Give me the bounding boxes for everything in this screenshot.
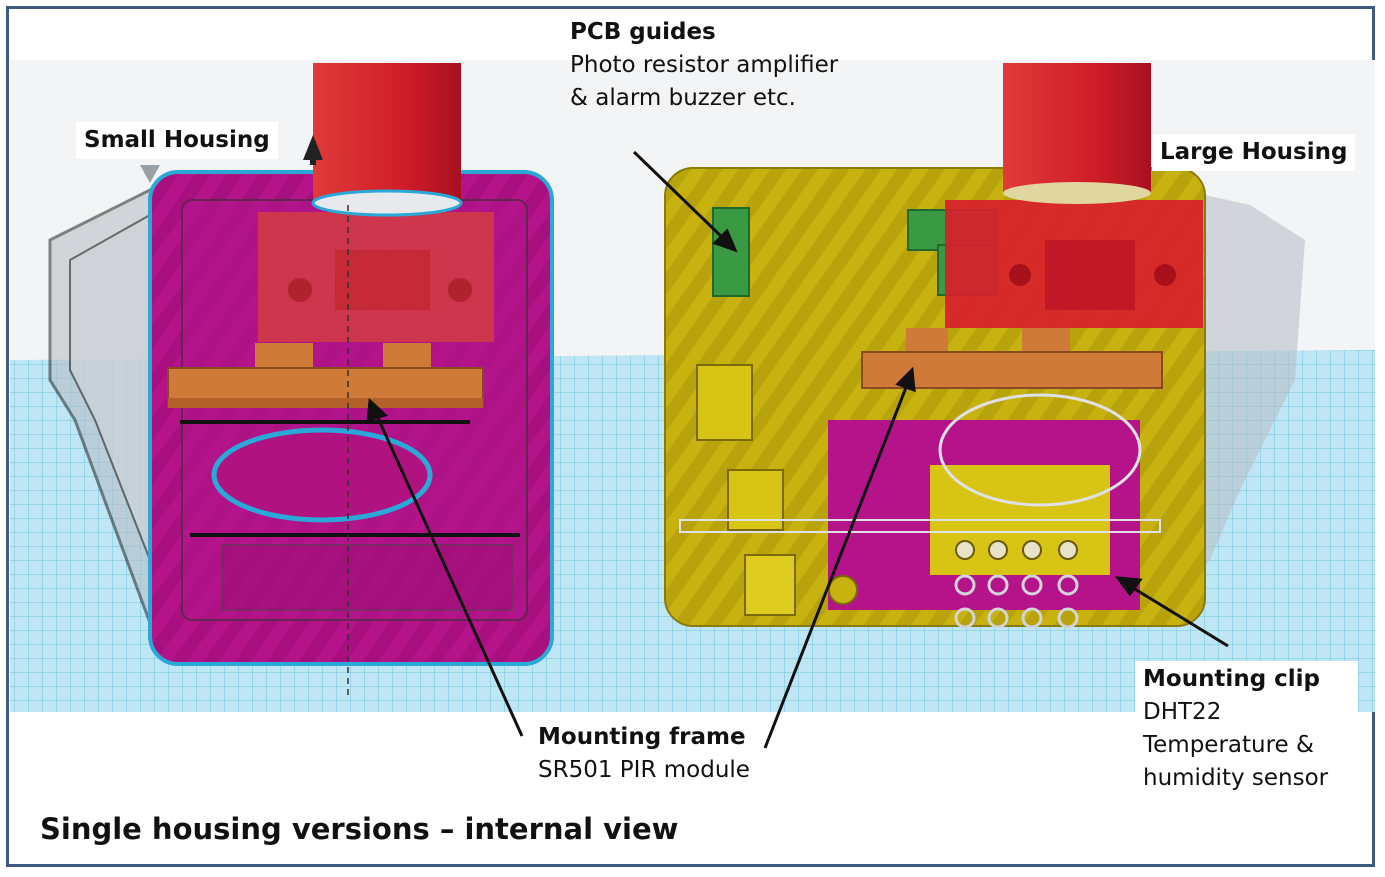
mounting-frame-title: Mounting frame — [538, 724, 746, 750]
mounting-clip-line1: DHT22 — [1143, 699, 1222, 725]
small-housing — [48, 63, 554, 700]
mounting-clip-line3: humidity sensor — [1143, 765, 1329, 791]
pcb-guides-title: PCB guides — [570, 19, 716, 45]
mounting-frame-arrow-right — [763, 384, 909, 749]
pcb-guides-line1: Photo resistor amplifier — [570, 52, 839, 78]
mounting-frame-arrowhead-right — [895, 366, 916, 393]
mounting-frame-arrowhead-left — [366, 397, 388, 423]
mounting-clip-arrow — [1129, 584, 1229, 648]
pcb-guides-line2: & alarm buzzer etc. — [570, 85, 796, 111]
mounting-clip-label: Mounting clip DHT22 Temperature & humidi… — [1135, 661, 1359, 797]
pcb-guides-arrowhead — [712, 228, 738, 253]
annotation-arrows — [366, 150, 1229, 749]
figure-caption: Single housing versions – internal view — [40, 812, 679, 846]
pcb-guides-arrow — [632, 150, 727, 242]
mounting-frame-arrow-left — [376, 417, 524, 737]
small-housing-label: Small Housing — [76, 122, 278, 159]
mounting-clip-line2: Temperature & — [1143, 732, 1314, 758]
mounting-clip-title: Mounting clip — [1143, 666, 1321, 692]
large-housing-label: Large Housing — [1152, 134, 1356, 171]
mounting-frame-label: Mounting frame SR501 PIR module — [538, 721, 750, 787]
large-housing-title: Large Housing — [1160, 139, 1348, 165]
large-housing — [664, 63, 1305, 629]
pcb-guides-label: PCB guides Photo resistor amplifier & al… — [570, 16, 838, 115]
small-housing-title: Small Housing — [84, 127, 270, 153]
mounting-clip-arrowhead — [1114, 576, 1143, 597]
mounting-frame-line1: SR501 PIR module — [538, 757, 750, 783]
